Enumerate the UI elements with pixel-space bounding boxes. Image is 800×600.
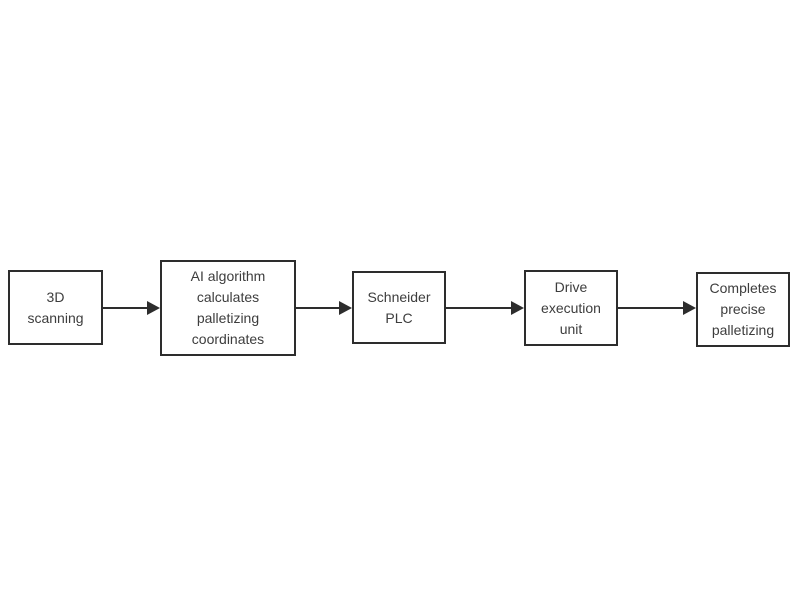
node-schneider-plc-label: Schneider PLC: [367, 288, 431, 326]
node-completes-palletizing: Completes precise palletizing: [696, 272, 790, 347]
arrow-line: [618, 307, 685, 309]
connector-1-arrow: [103, 301, 160, 315]
connector-3-arrow: [446, 301, 524, 315]
connector-2-arrow: [296, 301, 352, 315]
arrow-line: [296, 307, 341, 309]
node-completes-palletizing-label: Completes precise palletizing: [709, 280, 777, 338]
node-drive-execution-unit: Drive execution unit: [524, 270, 618, 346]
connector-4-arrow: [618, 301, 696, 315]
arrow-line: [446, 307, 513, 309]
arrow-head: [339, 301, 352, 315]
arrow-line: [103, 307, 149, 309]
arrow-head: [511, 301, 524, 315]
node-ai-algorithm: AI algorithm calculates palletizing coor…: [160, 260, 296, 356]
node-3d-scanning-label: 3D scanning: [27, 288, 84, 326]
node-ai-algorithm-label: AI algorithm calculates palletizing coor…: [190, 268, 266, 347]
arrow-head: [683, 301, 696, 315]
node-3d-scanning: 3D scanning: [8, 270, 103, 345]
node-drive-execution-unit-label: Drive execution unit: [541, 278, 601, 337]
node-schneider-plc: Schneider PLC: [352, 271, 446, 344]
arrow-head: [147, 301, 160, 315]
